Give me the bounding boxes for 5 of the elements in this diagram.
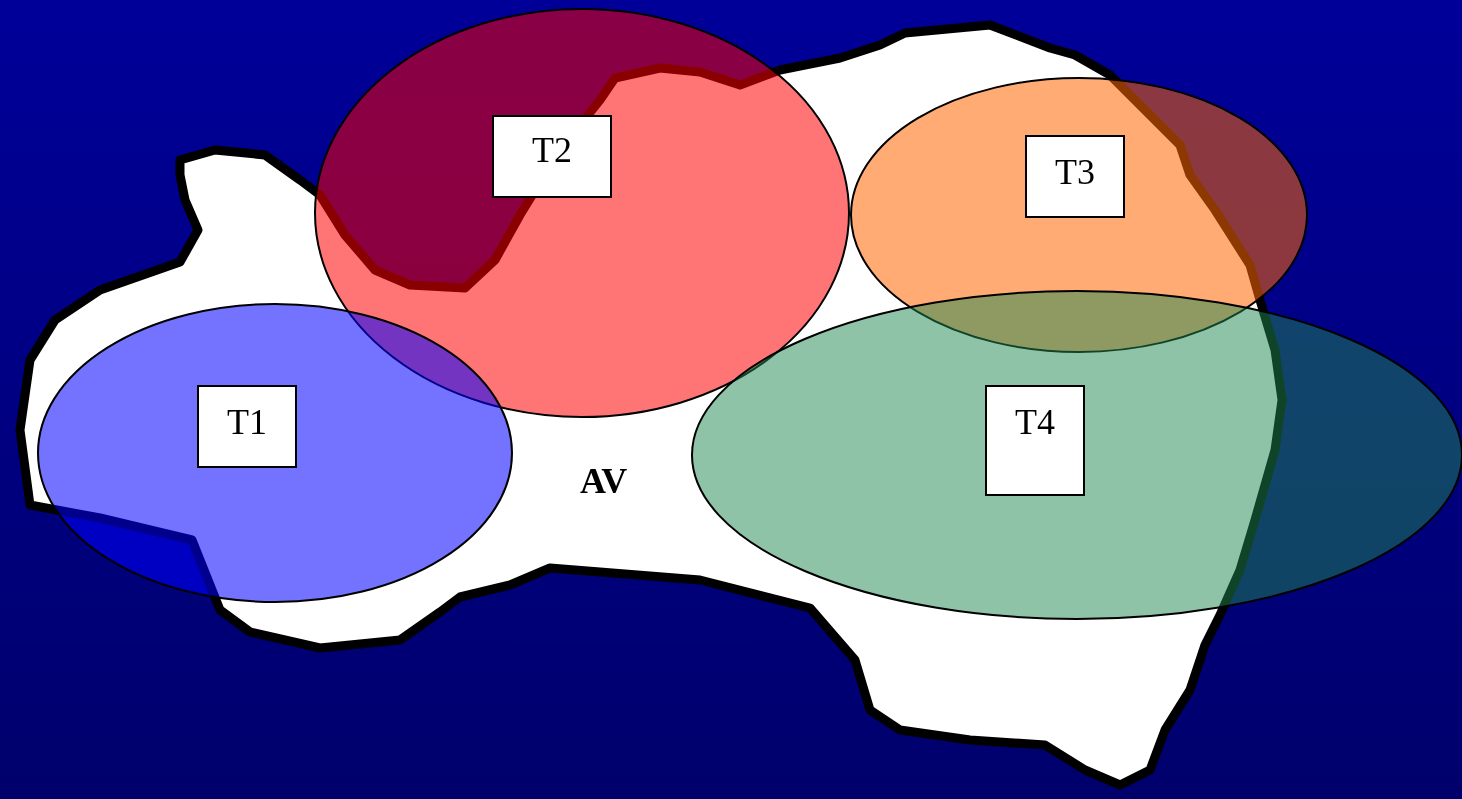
- region-label: AV: [580, 460, 628, 502]
- label-box: T2: [492, 115, 612, 198]
- label-box: T1: [197, 385, 297, 468]
- label-box: T3: [1025, 135, 1125, 218]
- label-box: T4: [985, 385, 1085, 496]
